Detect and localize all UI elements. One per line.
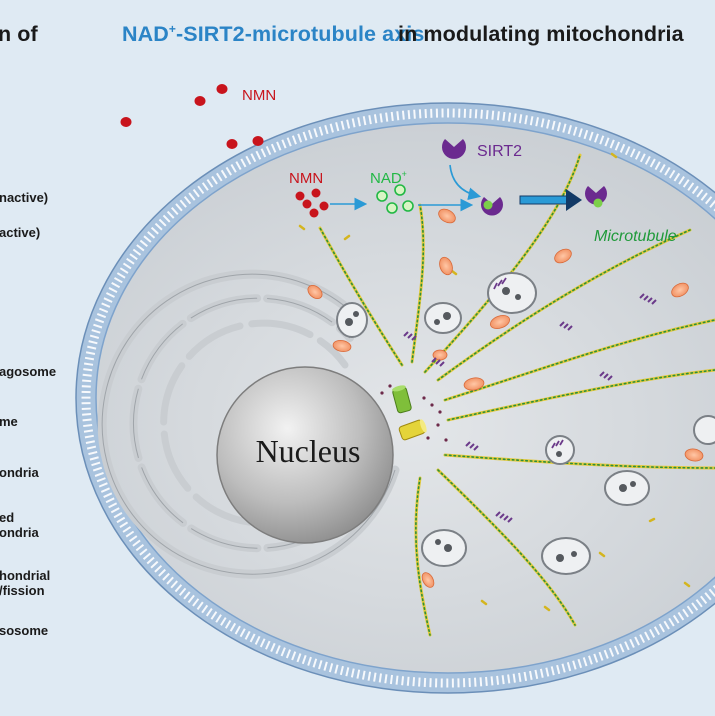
- title-highlight-rest: -SIRT2-microtubule axis: [176, 22, 425, 46]
- title-highlight-main: NAD: [122, 22, 169, 46]
- legend-label: hondrial: [0, 568, 51, 583]
- legend-label: ondria: [0, 525, 39, 540]
- legend-item: me: [0, 414, 18, 429]
- title-highlight-sup: +: [168, 22, 176, 36]
- microtubule-label: Microtubule: [594, 228, 677, 245]
- legend-item: nactive): [0, 190, 48, 205]
- legend-item: hondrial/fission: [0, 568, 50, 598]
- microtubule-fiber: [414, 476, 432, 637]
- nmn-outside-label: NMN: [242, 87, 276, 104]
- sirt2-label: SIRT2: [477, 143, 522, 160]
- legend-label: sosome: [0, 623, 49, 638]
- thick-arrow: [519, 189, 582, 211]
- nmn-molecule-icon: [120, 84, 264, 149]
- legend-item: sosome: [0, 623, 48, 638]
- nucleus-label: Nucleus: [256, 433, 361, 469]
- nucleus: Nucleus: [97, 269, 400, 579]
- sirt2-enzyme-icon: [442, 139, 607, 216]
- microtubules: [318, 153, 715, 637]
- figure-title: n of NAD+-SIRT2-microtubule axis in modu…: [0, 20, 715, 54]
- pathway-arrows: [330, 164, 482, 212]
- title-prefix: n of: [0, 22, 38, 46]
- legend-label: ed: [0, 510, 15, 525]
- microtubule-fiber: [410, 203, 425, 364]
- damaged-mitochondria: [403, 293, 657, 523]
- nad-label: NAD+: [370, 169, 407, 187]
- microtubule-fiber: [423, 153, 582, 374]
- transport-dots: [380, 384, 448, 442]
- autophagosome-icon: [336, 272, 650, 575]
- microtubule-fiber: [446, 368, 715, 422]
- legend-item: active): [0, 225, 40, 240]
- title-suffix: in modulating mitochondria: [398, 22, 684, 46]
- legend-label: agosome: [0, 364, 57, 379]
- microtubule-fiber: [443, 453, 715, 470]
- legend-label: /fission: [0, 583, 45, 598]
- lysosome-icon: [545, 415, 715, 465]
- legend-label: nactive): [0, 190, 49, 205]
- microtubule-fiber: [436, 228, 692, 382]
- centrosome-icon: [392, 385, 427, 441]
- microtubule-fiber: [318, 226, 404, 367]
- microtubule-fiber: [436, 468, 577, 627]
- legend-label: me: [0, 414, 18, 429]
- legend-item: ondria: [0, 465, 39, 480]
- nad-molecule-icon: [376, 184, 414, 214]
- nmn-inside-label: NMN: [289, 170, 323, 187]
- tubulin-fragments: [298, 152, 691, 612]
- legend-label: ondria: [0, 465, 39, 480]
- microtubule-fiber: [443, 318, 715, 402]
- legend-label: active): [0, 225, 41, 240]
- title-highlight: NAD+-SIRT2-microtubule axis: [122, 22, 424, 47]
- legend-item: agosome: [0, 364, 56, 379]
- nmn-cluster-icon: [295, 188, 329, 218]
